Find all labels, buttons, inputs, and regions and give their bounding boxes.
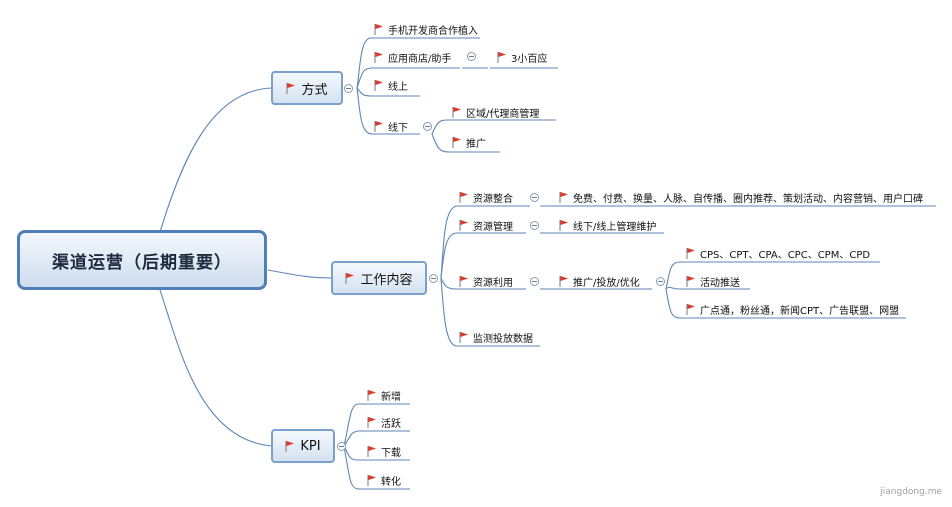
leaf-label: 免费、付费、换量、人脉、自传播、圈内推荐、策划活动、内容营销、用户口碑 [573, 193, 923, 205]
collapse-icon[interactable] [530, 193, 539, 202]
flag-icon [559, 220, 568, 231]
flag-icon [686, 276, 695, 287]
leaf-online[interactable]: 线上 [374, 77, 408, 93]
flag-icon [459, 220, 468, 231]
collapse-icon[interactable] [344, 84, 353, 93]
branch-method[interactable]: 方式 [271, 71, 343, 105]
root-node[interactable]: 渠道运营（后期重要） [17, 230, 267, 290]
flag-icon [452, 107, 461, 118]
leaf-label: 3小百应 [511, 53, 548, 65]
branch-kpi-label: KPI [300, 438, 321, 454]
collapse-icon[interactable] [423, 122, 432, 131]
leaf-label: 区域/代理商管理 [466, 108, 540, 120]
leaf-label: 手机开发商合作植入 [388, 25, 478, 37]
leaf-label: CPS、CPT、CPA、CPC、CPM、CPD [700, 249, 871, 261]
leaf-label: 应用商店/助手 [388, 53, 452, 65]
leaf-download[interactable]: 下载 [367, 443, 401, 459]
flag-icon [367, 417, 376, 428]
branch-work-label: 工作内容 [360, 272, 413, 288]
leaf-integration-detail[interactable]: 免费、付费、换量、人脉、自传播、圈内推荐、策划活动、内容营销、用户口碑 [559, 189, 923, 205]
flag-icon [374, 52, 383, 63]
leaf-app-store[interactable]: 应用商店/助手 [374, 49, 451, 65]
leaf-label: 推广/投放/优化 [573, 277, 640, 289]
flag-icon [559, 192, 568, 203]
flag-icon [374, 24, 383, 35]
leaf-label: 新增 [381, 391, 401, 403]
leaf-label: 推广 [466, 138, 486, 150]
branch-kpi[interactable]: KPI [271, 429, 335, 463]
flag-icon [345, 273, 355, 284]
leaf-label: 转化 [381, 476, 401, 488]
leaf-label: 资源利用 [473, 277, 513, 289]
leaf-label: 资源整合 [473, 193, 513, 205]
leaf-mobile-dev[interactable]: 手机开发商合作植入 [374, 21, 478, 37]
collapse-icon[interactable] [656, 277, 665, 286]
leaf-store-sub[interactable]: 3小百应 [497, 49, 547, 65]
leaf-events[interactable]: 活动推送 [686, 273, 740, 289]
flag-icon [459, 332, 468, 343]
flag-icon [367, 390, 376, 401]
leaf-label: 资源管理 [473, 221, 513, 233]
collapse-icon[interactable] [530, 221, 539, 230]
leaf-label: 下载 [381, 447, 401, 459]
leaf-management-detail[interactable]: 线下/线上管理维护 [559, 217, 656, 233]
flag-icon [367, 446, 376, 457]
leaf-convert[interactable]: 转化 [367, 472, 401, 488]
leaf-utilization-detail[interactable]: 推广/投放/优化 [559, 273, 640, 289]
leaf-monitoring[interactable]: 监测投放数据 [459, 329, 533, 345]
leaf-promote[interactable]: 推广 [452, 134, 486, 150]
leaf-label: 监测投放数据 [473, 333, 533, 345]
leaf-label: 线下/线上管理维护 [573, 221, 657, 233]
collapse-icon[interactable] [429, 274, 438, 283]
root-label: 渠道运营（后期重要） [52, 252, 232, 273]
leaf-label: 线下 [388, 122, 408, 134]
flag-icon [559, 276, 568, 287]
leaf-active[interactable]: 活跃 [367, 414, 401, 430]
leaf-region-agent[interactable]: 区域/代理商管理 [452, 104, 539, 120]
flag-icon [374, 80, 383, 91]
leaf-new[interactable]: 新增 [367, 387, 401, 403]
flag-icon [686, 248, 695, 259]
leaf-integration[interactable]: 资源整合 [459, 189, 513, 205]
collapse-icon[interactable] [530, 277, 539, 286]
flag-icon [459, 192, 468, 203]
flag-icon [452, 137, 461, 148]
flag-icon [374, 121, 383, 132]
leaf-label: 广点通，粉丝通，新闻CPT、广告联盟、网盟 [700, 305, 900, 317]
collapse-icon[interactable] [337, 442, 346, 451]
leaf-utilization[interactable]: 资源利用 [459, 273, 513, 289]
flag-icon [367, 475, 376, 486]
flag-icon [285, 441, 295, 452]
flag-icon [686, 304, 695, 315]
leaf-offline[interactable]: 线下 [374, 118, 408, 134]
flag-icon [459, 276, 468, 287]
branch-work[interactable]: 工作内容 [331, 261, 427, 295]
leaf-management[interactable]: 资源管理 [459, 217, 513, 233]
leaf-ads[interactable]: 广点通，粉丝通，新闻CPT、广告联盟、网盟 [686, 301, 899, 317]
leaf-cps[interactable]: CPS、CPT、CPA、CPC、CPM、CPD [686, 245, 870, 261]
flag-icon [497, 52, 506, 63]
watermark: jiangdong.me [880, 487, 942, 497]
leaf-label: 线上 [388, 81, 408, 93]
flag-icon [286, 83, 296, 94]
collapse-icon[interactable] [467, 52, 476, 61]
leaf-label: 活跃 [381, 418, 401, 430]
leaf-label: 活动推送 [700, 277, 740, 289]
branch-method-label: 方式 [301, 82, 328, 98]
